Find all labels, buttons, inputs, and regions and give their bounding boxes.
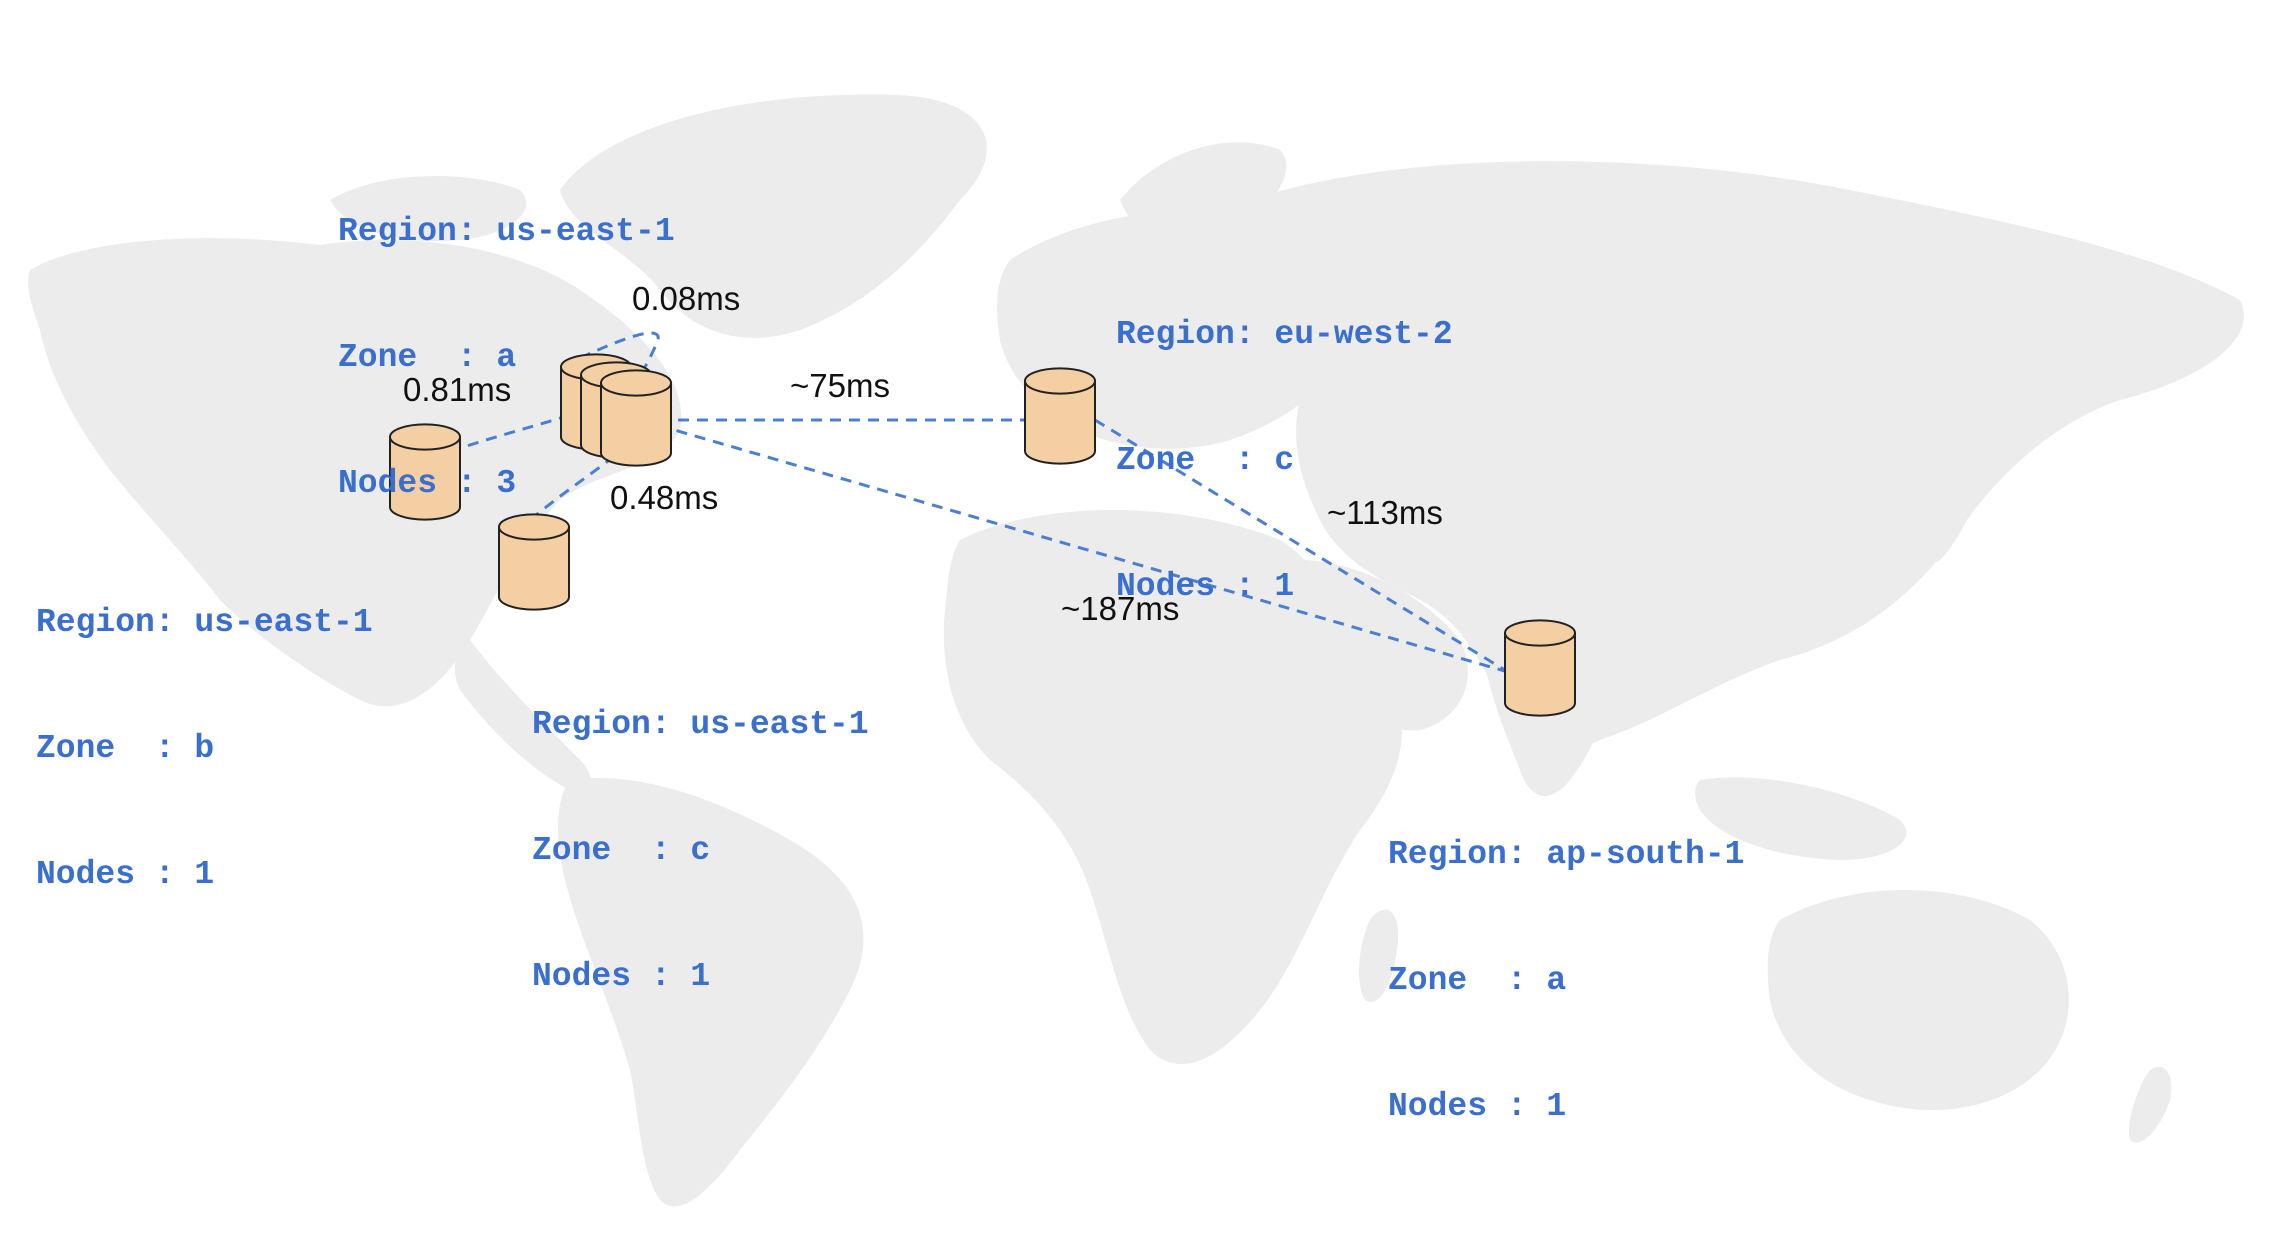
scandinavia-landmass <box>1120 142 1287 250</box>
zone-name: Zone : b <box>36 730 215 767</box>
region-label-us-east-1b: Region: us-east-1 Zone : b Nodes : 1 <box>36 518 373 980</box>
africa-landmass <box>943 510 1402 1065</box>
region-name: Region: eu-west-2 <box>1116 316 1453 353</box>
region-name: Region: us-east-1 <box>532 706 869 743</box>
latency-label-eu-to-ap: ~113ms <box>1327 494 1443 531</box>
zone-name: Zone : a <box>338 339 517 376</box>
latency-links <box>431 331 1509 674</box>
region-name: Region: us-east-1 <box>36 604 373 641</box>
zone-name: Zone : c <box>1116 442 1295 479</box>
latency-link-eu-west-2c-to-ap-south-1a <box>1094 418 1509 674</box>
region-label-us-east-1c: Region: us-east-1 Zone : c Nodes : 1 <box>532 620 869 1082</box>
australia-landmass <box>1767 890 2069 1110</box>
greenland-landmass <box>560 94 987 338</box>
madagascar-landmass <box>1358 909 1399 1002</box>
south-america-landmass <box>558 778 864 1207</box>
region-label-us-east-1a: Region: us-east-1 Zone : a Nodes : 3 <box>338 127 675 589</box>
latency-label-us-to-ap: ~187ms <box>1061 590 1180 627</box>
node-count: Nodes : 3 <box>338 465 517 502</box>
node-count: Nodes : 1 <box>1388 1088 1567 1125</box>
database-node-us-east-1a-3 <box>600 369 672 467</box>
database-node-us-east-1b-1 <box>389 423 461 521</box>
region-label-eu-west-2c: Region: eu-west-2 Zone : c Nodes : 1 <box>1116 230 1453 692</box>
node-count: Nodes : 1 <box>1116 568 1295 605</box>
database-node-ap-south-1a-1 <box>1504 619 1576 717</box>
north-america-landmass <box>28 238 682 707</box>
database-node-us-east-1c-1 <box>498 513 570 611</box>
node-count: Nodes : 1 <box>532 958 711 995</box>
region-name: Region: ap-south-1 <box>1388 836 1745 873</box>
continents <box>28 94 2244 1207</box>
zone-name: Zone : a <box>1388 962 1567 999</box>
database-node-eu-west-2c-1 <box>1024 367 1096 465</box>
central-america-landmass <box>454 640 591 793</box>
latency-label-us-to-eu: ~75ms <box>790 367 890 404</box>
southeast-asia-islands <box>1695 777 1907 860</box>
latency-label-intra-zone: 0.08ms <box>632 280 741 317</box>
japan-landmass <box>1924 409 1996 563</box>
asia-landmass <box>1248 161 2244 748</box>
node-count: Nodes : 1 <box>36 856 215 893</box>
region-name: Region: us-east-1 <box>338 213 675 250</box>
latency-label-us-east-1a-to-1b: 0.81ms <box>403 371 512 408</box>
latency-link-us-east-1a-to-us-east-1a <box>579 331 660 379</box>
latency-link-us-east-1a-to-us-east-1b <box>431 413 571 460</box>
arctic-islands-landmass <box>330 176 527 242</box>
zone-name: Zone : c <box>532 832 711 869</box>
latency-label-us-east-1a-to-1c: 0.48ms <box>610 479 719 516</box>
region-label-ap-south-1a: Region: ap-south-1 Zone : a Nodes : 1 <box>1388 750 1744 1212</box>
new-zealand-landmass <box>2128 1066 2172 1143</box>
database-nodes <box>389 353 1576 717</box>
